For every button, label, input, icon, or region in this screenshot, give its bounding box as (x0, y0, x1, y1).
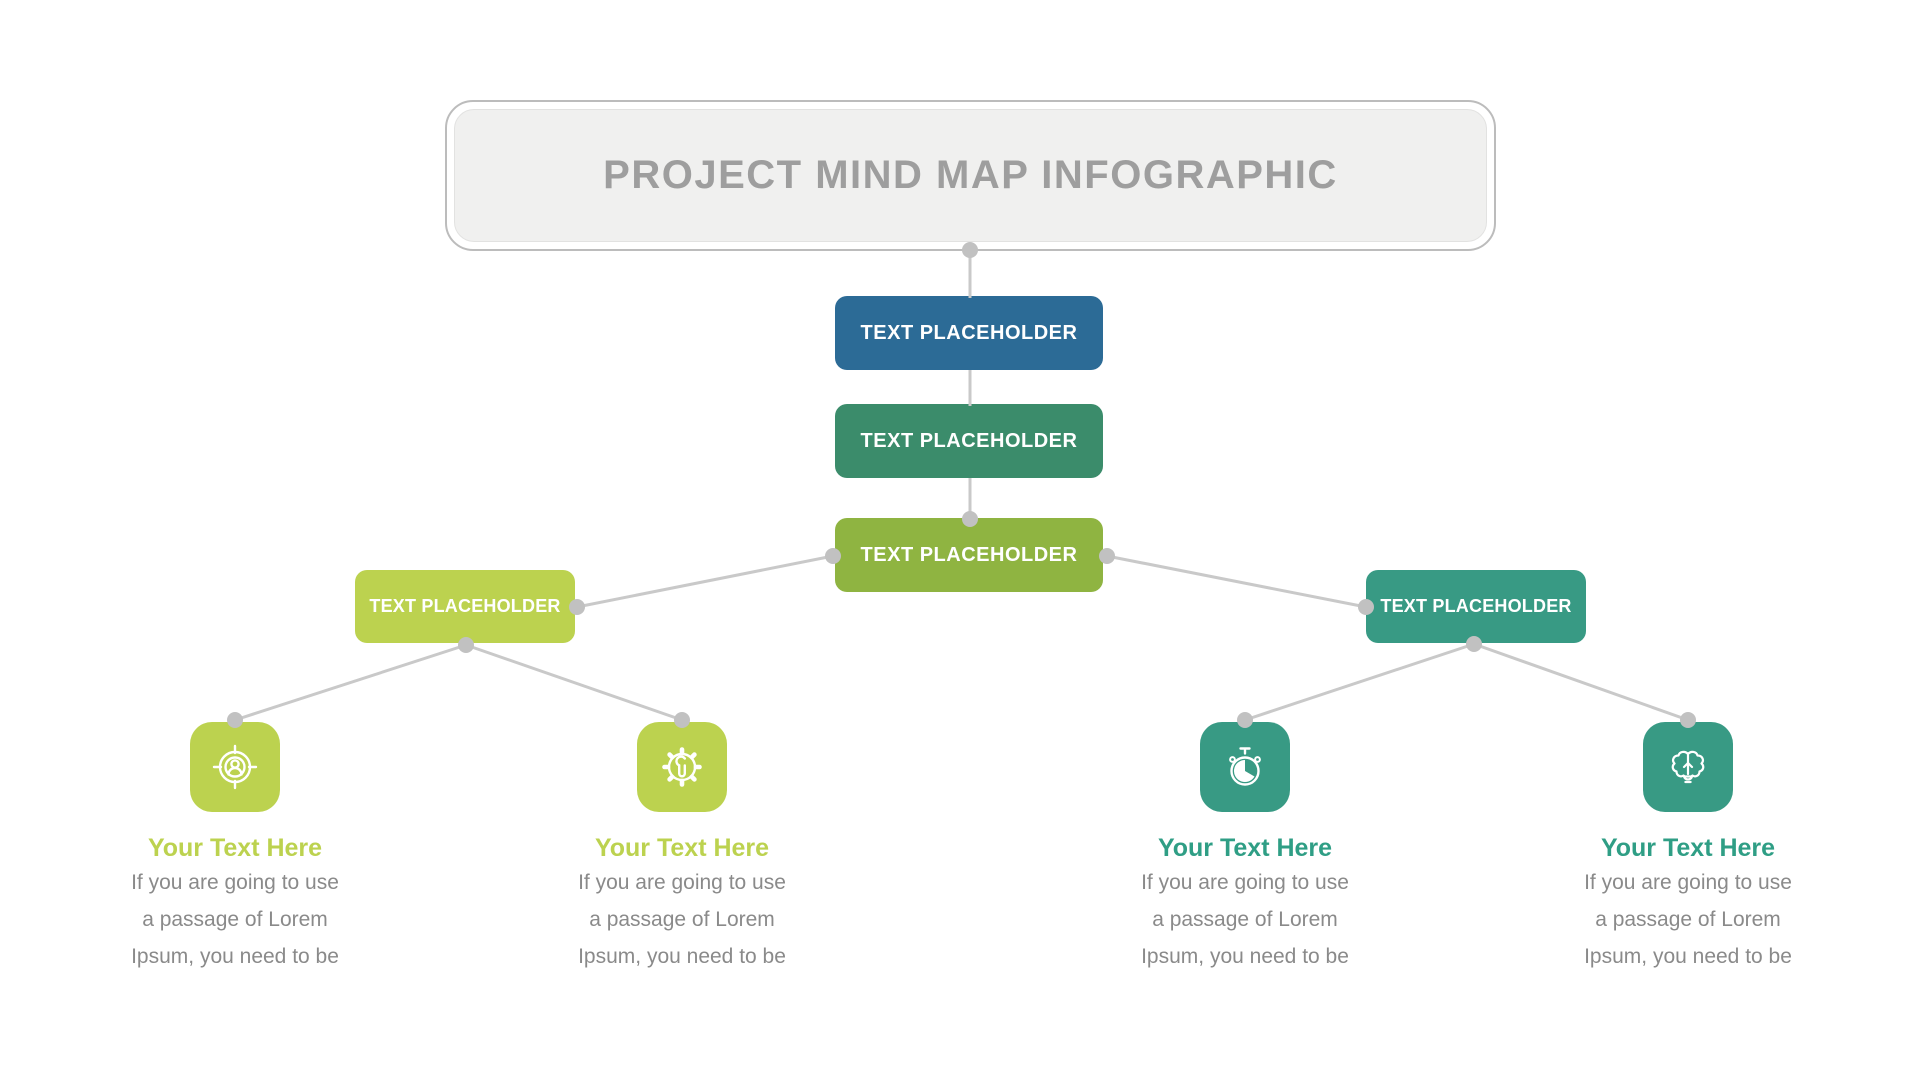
leaf3-body-line3: Ipsum, you need to be (1141, 945, 1349, 968)
leaf2-heading: Your Text Here (594, 834, 770, 862)
branch-node-right: TEXT PLACEHOLDER (1366, 570, 1586, 643)
leaf4-heading: Your Text Here (1600, 834, 1776, 862)
leaf1-body-line2: a passage of Lorem (142, 908, 328, 931)
node-level-1: TEXT PLACEHOLDER (835, 296, 1103, 370)
leaf2-text-block: Your Text Here If you are going to use a… (542, 832, 822, 975)
leaf4-body-line3: Ipsum, you need to be (1584, 945, 1792, 968)
node-level-3: TEXT PLACEHOLDER (835, 518, 1103, 592)
leaf2-body-line3: Ipsum, you need to be (578, 945, 786, 968)
leaf3-body: If you are going to use a passage of Lor… (1105, 864, 1385, 975)
connector-left-to-leaf2 (465, 643, 683, 722)
leaf3-body-line2: a passage of Lorem (1152, 908, 1338, 931)
connector-l3-to-left (576, 554, 834, 609)
brain-idea-icon (1671, 750, 1705, 784)
title-box: PROJECT MIND MAP INFOGRAPHIC (445, 100, 1496, 251)
connector-right-to-leaf4 (1473, 642, 1689, 722)
gear-wrench-icon (662, 747, 702, 787)
leaf4-text-block: Your Text Here If you are going to use a… (1548, 832, 1828, 975)
node-level-1-label: TEXT PLACEHOLDER (860, 321, 1078, 344)
leaf1-body: If you are going to use a passage of Lor… (95, 864, 375, 975)
branch-node-left-label: TEXT PLACEHOLDER (369, 596, 561, 616)
leaf4-body: If you are going to use a passage of Lor… (1548, 864, 1828, 975)
page-title: PROJECT MIND MAP INFOGRAPHIC (603, 153, 1338, 197)
leaf4-icon-tile (1643, 722, 1733, 812)
branch-node-right-label: TEXT PLACEHOLDER (1380, 596, 1572, 616)
connector-l3-to-right (1106, 554, 1367, 609)
leaf1-icon-tile (190, 722, 280, 812)
connector-right-to-leaf3 (1244, 642, 1475, 722)
leaf2-body-line2: a passage of Lorem (589, 908, 775, 931)
node-level-2: TEXT PLACEHOLDER (835, 404, 1103, 478)
leaf4-body-line2: a passage of Lorem (1595, 908, 1781, 931)
node-level-3-label: TEXT PLACEHOLDER (860, 543, 1078, 566)
leaf3-text-block: Your Text Here If you are going to use a… (1105, 832, 1385, 975)
leaf1-body-line3: Ipsum, you need to be (131, 945, 339, 968)
leaf1-text-block: Your Text Here If you are going to use a… (95, 832, 375, 975)
stopwatch-icon (1229, 747, 1261, 786)
connector-left-to-leaf1 (234, 643, 467, 722)
leaf3-heading: Your Text Here (1157, 834, 1333, 862)
leaf3-icon-tile (1200, 722, 1290, 812)
branch-node-left: TEXT PLACEHOLDER (355, 570, 575, 643)
target-audience-icon (212, 744, 258, 790)
leaf2-body: If you are going to use a passage of Lor… (542, 864, 822, 975)
leaf3-body-line1: If you are going to use (1141, 871, 1349, 894)
leaf1-body-line1: If you are going to use (131, 871, 339, 894)
leaf4-body-line1: If you are going to use (1584, 871, 1792, 894)
leaf1-heading: Your Text Here (147, 834, 323, 862)
node-level-2-label: TEXT PLACEHOLDER (860, 429, 1078, 452)
title-box-inner: PROJECT MIND MAP INFOGRAPHIC (454, 109, 1487, 242)
leaf2-body-line1: If you are going to use (578, 871, 786, 894)
leaf2-icon-tile (637, 722, 727, 812)
